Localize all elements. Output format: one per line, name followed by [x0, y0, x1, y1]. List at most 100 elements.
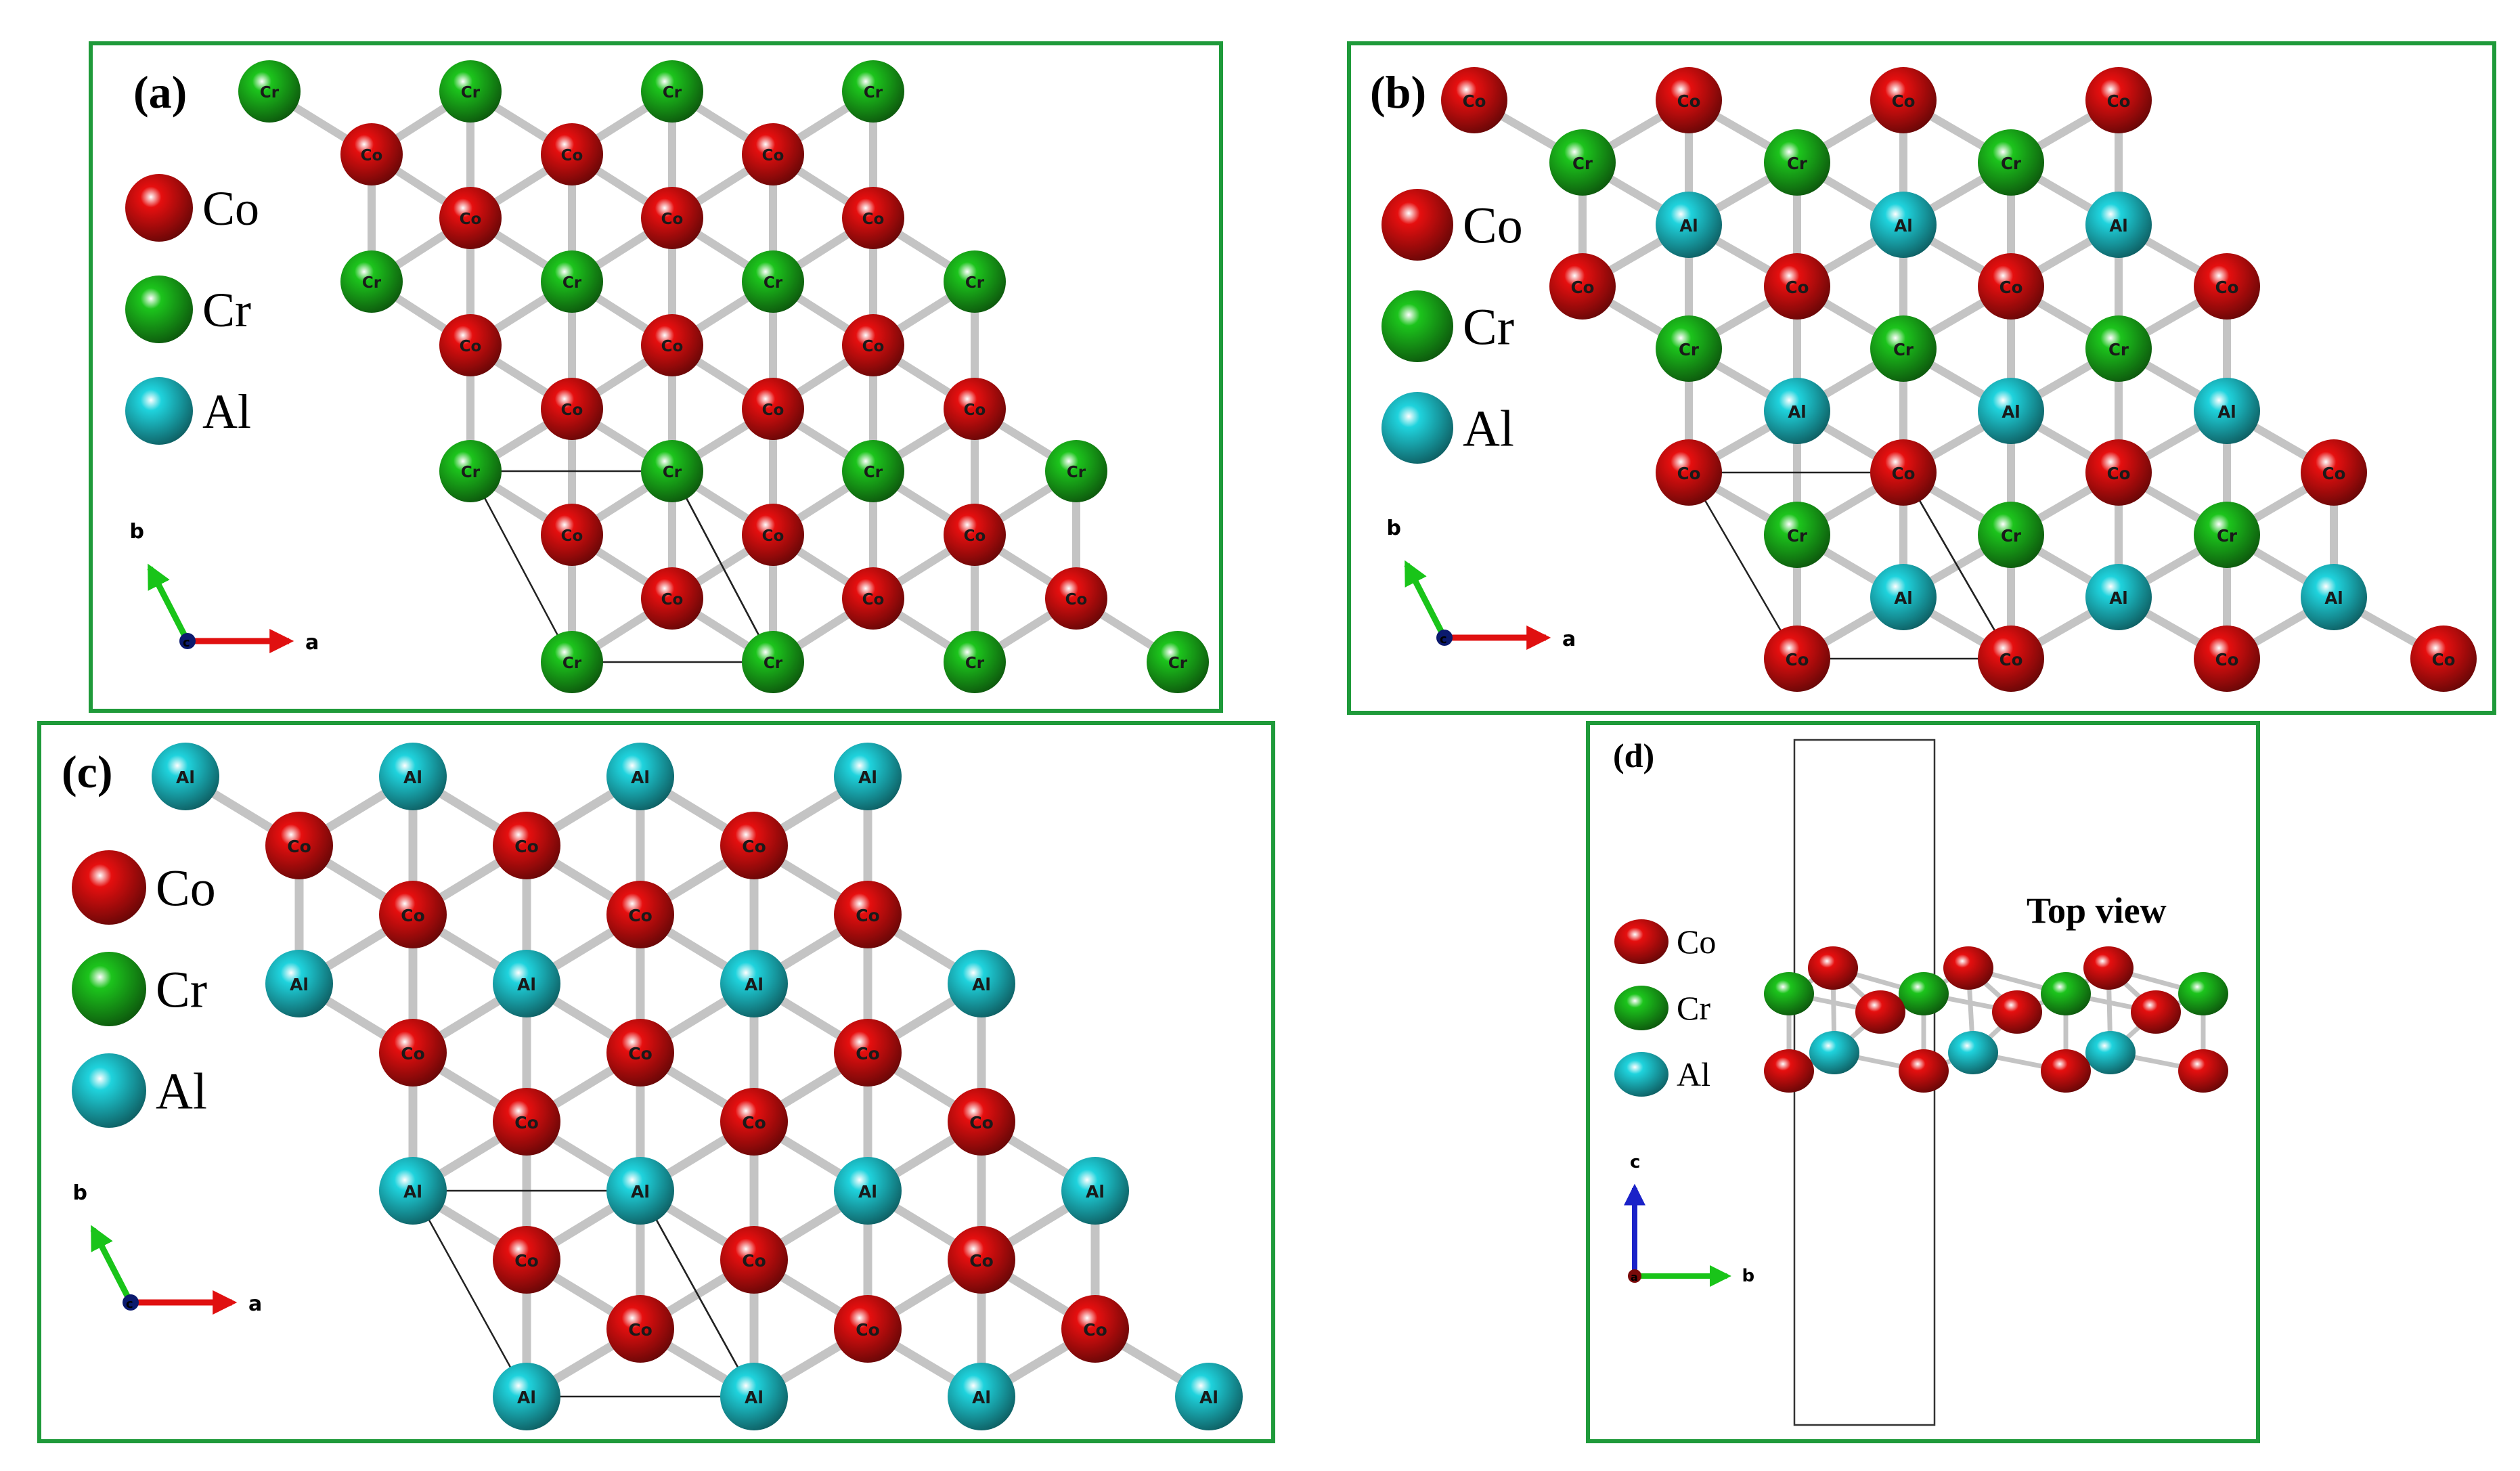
atom-cr: Cr: [944, 250, 1006, 313]
legend-label: Co: [1463, 198, 1523, 255]
atom-label: Cr: [663, 84, 682, 102]
atom-label: Al: [517, 975, 536, 994]
atom-al: Al: [2085, 192, 2152, 258]
atom-al: Al: [265, 950, 333, 1017]
atom-label: Al: [2109, 588, 2127, 608]
atom-co: [2178, 1049, 2228, 1093]
atom-co: Co: [606, 881, 674, 948]
atom-co: Co: [1061, 1295, 1129, 1363]
atom-label: Co: [762, 401, 784, 419]
atom-al: Al: [2085, 564, 2152, 630]
atom-co: Co: [1549, 253, 1616, 320]
atom-label: Co: [1786, 650, 1809, 669]
atom-al: Al: [493, 1363, 560, 1430]
atom-label: Cr: [1067, 464, 1086, 481]
atom-label: Cr: [2001, 154, 2022, 173]
atom-label: Cr: [562, 274, 582, 292]
atom-al: Al: [948, 1363, 1015, 1430]
atom-al: Al: [720, 950, 788, 1017]
atom-label: Co: [361, 147, 383, 164]
atom-co: [1855, 990, 1905, 1034]
legend-label: Co: [156, 860, 216, 917]
atom-al: Al: [948, 950, 1015, 1017]
atom-co: Co: [1764, 625, 1830, 692]
atom-label: Co: [2107, 91, 2131, 111]
atom-cr: Cr: [238, 60, 301, 123]
atom-co: Co: [541, 504, 603, 566]
atom-label: Cr: [1572, 154, 1593, 173]
panel-d-label: (d): [1613, 737, 1654, 774]
axis-c-label: c: [183, 636, 190, 650]
atom-label: Al: [631, 1182, 650, 1202]
atom-label: Co: [661, 211, 684, 228]
atom-label: Cr: [1787, 526, 1808, 546]
legend-item-al: Al: [1614, 1052, 1710, 1097]
atom-label: Co: [514, 837, 539, 856]
legend-swatch-co: [1381, 189, 1453, 261]
atom-co: [2083, 946, 2134, 990]
atom-label: Al: [176, 768, 195, 787]
atom-label: Co: [1677, 91, 1701, 111]
atom-label: Co: [856, 906, 880, 925]
atom-co: Co: [493, 1226, 560, 1294]
atom-label: Cr: [461, 464, 481, 481]
atom-co: Co: [834, 881, 902, 948]
atom-cr: Cr: [742, 631, 804, 693]
atom-co: Co: [379, 1019, 447, 1086]
atom-label: Co: [460, 338, 482, 355]
atom-cr: Cr: [842, 440, 904, 502]
legend-item-co: Co: [72, 850, 216, 925]
legend-item-al: Al: [1381, 392, 1514, 464]
atom-co: Co: [1045, 567, 1107, 630]
atom-co: Co: [742, 504, 804, 566]
atom-label: Al: [858, 768, 877, 787]
atom-cr: Cr: [1147, 631, 1209, 693]
axis-b-arrow: [1404, 560, 1448, 640]
atom-label: Cr: [1679, 340, 1700, 359]
atom-al: Al: [379, 743, 447, 810]
atom-label: Cr: [260, 84, 280, 102]
atom-label: Co: [561, 147, 583, 164]
atom-co: Co: [493, 812, 560, 879]
atom-label: Co: [856, 1044, 880, 1063]
axes-triad-b: abc: [1387, 517, 1576, 651]
atom-co: Co: [720, 1088, 788, 1156]
atom-label: Co: [460, 211, 482, 228]
atom-co: Co: [493, 1088, 560, 1156]
atom-co: Co: [842, 567, 904, 630]
atom-label: Al: [403, 1182, 422, 1202]
atom-label: Cr: [764, 655, 783, 672]
atom-cr: Cr: [2194, 502, 2260, 568]
atom-al: Al: [1656, 192, 1722, 258]
panel-b-label: (b): [1370, 66, 1426, 118]
legend-item-cr: Cr: [125, 276, 251, 343]
atom-co: Co: [720, 812, 788, 879]
axis-c-label: c: [1630, 1152, 1640, 1172]
atom-label: Al: [2217, 402, 2236, 422]
atom-label: Co: [762, 147, 784, 164]
atom-label: Co: [856, 1320, 880, 1340]
atom-cr: Cr: [1870, 315, 1937, 382]
atom-cr: Cr: [439, 60, 502, 123]
atom-co: Co: [606, 1019, 674, 1086]
atom-co: Co: [2194, 253, 2260, 320]
top-view-title: Top view: [2027, 890, 2167, 931]
axis-c-label: c: [1440, 632, 1447, 646]
panel-a-label: (a): [133, 66, 187, 118]
legend-swatch-cr: [1614, 986, 1668, 1030]
atom-label: Co: [1677, 464, 1701, 483]
atom-label: Cr: [1168, 655, 1188, 672]
legend-swatch-co: [125, 174, 193, 242]
atom-co: [1943, 946, 1993, 990]
unit-cell: [671, 470, 774, 663]
atom-label: Cr: [864, 84, 883, 102]
atom-label: Co: [1999, 650, 2023, 669]
atom-co: [1808, 946, 1858, 990]
atom-label: Co: [1892, 91, 1916, 111]
atom-label: Al: [631, 768, 650, 787]
atom-al: Al: [379, 1157, 447, 1225]
